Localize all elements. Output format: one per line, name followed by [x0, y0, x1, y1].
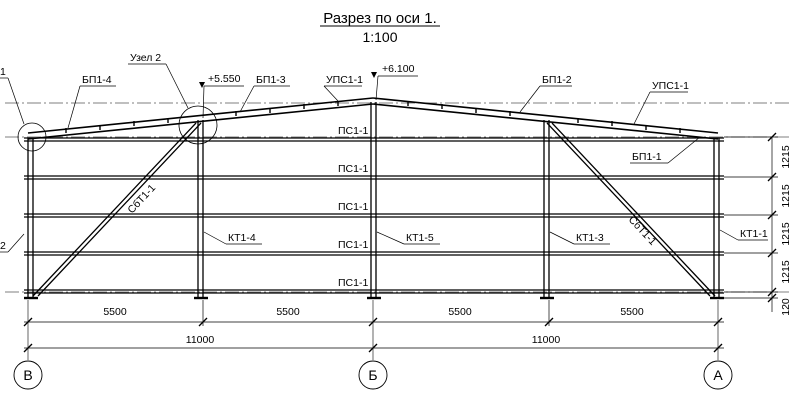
dim-span-4: 5500 [620, 306, 644, 318]
axis-label-right: А [713, 367, 723, 383]
axis-label-left: В [23, 367, 32, 383]
label-kt1-1: КТ1-1 [740, 228, 768, 240]
dim-span-2: 5500 [276, 306, 300, 318]
dim-height-5: 120 [780, 298, 792, 316]
label-bp1-2: БП1-2 [542, 74, 572, 86]
label-kt1-4: КТ1-4 [228, 232, 256, 244]
dimension-ticks-bottom [23, 317, 723, 353]
dimension-lines-bottom [24, 300, 724, 349]
label-kt1-5: КТ1-5 [406, 232, 434, 244]
axis-bubble-center [358, 360, 388, 390]
roof-rafters [27, 97, 719, 140]
label-ps1-1-b: ПС1-1 [338, 163, 368, 175]
drawing-title: Разрез по оси 1. [323, 10, 437, 27]
dim-height-2: 1215 [780, 184, 792, 208]
braces [32, 122, 716, 297]
label-ps1-1-c: ПС1-1 [338, 201, 368, 213]
label-bp1-3: БП1-3 [256, 74, 286, 86]
label-uzel-2: Узел 2 [130, 52, 161, 64]
label-ps1-1-d: ПС1-1 [338, 239, 368, 251]
label-ps1-1-a: ПС1-1 [338, 125, 368, 137]
dim-height-3: 1215 [780, 222, 792, 246]
dim-span-3: 5500 [448, 306, 472, 318]
axis-bubble-left [13, 360, 43, 390]
columns [27, 102, 720, 298]
leaders [0, 63, 768, 253]
node-circle-1 [17, 122, 47, 152]
axis-label-center: Б [368, 367, 377, 383]
label-elev-6100: +6.100 [382, 63, 415, 75]
wall-girts [24, 137, 724, 294]
dim-span-1: 5500 [103, 306, 127, 318]
dim-height-4: 1215 [780, 260, 792, 284]
label-ups1-1-right: УПС1-1 [652, 80, 689, 92]
label-elev-5550: +5.550 [208, 73, 241, 85]
label-ps1-1-e: ПС1-1 [338, 277, 368, 289]
dim-height-1: 1215 [780, 145, 792, 169]
axis-lines [27, 300, 719, 360]
drawing-scale: 1:100 [362, 29, 397, 45]
dim-half-right: 11000 [532, 334, 561, 346]
cut-mark-2: 2 [0, 240, 6, 252]
dimension-ticks-right [767, 132, 777, 303]
roof-purlins [65, 101, 681, 133]
label-bp1-1: БП1-1 [632, 151, 662, 163]
axis-bubble-right [703, 360, 733, 390]
label-kt1-3: КТ1-3 [576, 232, 604, 244]
cut-mark-1: 1 [0, 66, 6, 78]
elevation-marks [199, 72, 377, 88]
dim-half-left: 11000 [186, 334, 215, 346]
label-sbt1-1-left: СбТ1-1 [125, 182, 158, 216]
dimension-lines-right [724, 136, 778, 312]
label-ups1-1-left: УПС1-1 [326, 74, 363, 86]
node-circle-2 [178, 105, 218, 145]
centerlines [5, 102, 790, 293]
label-bp1-4: БП1-4 [82, 74, 112, 86]
